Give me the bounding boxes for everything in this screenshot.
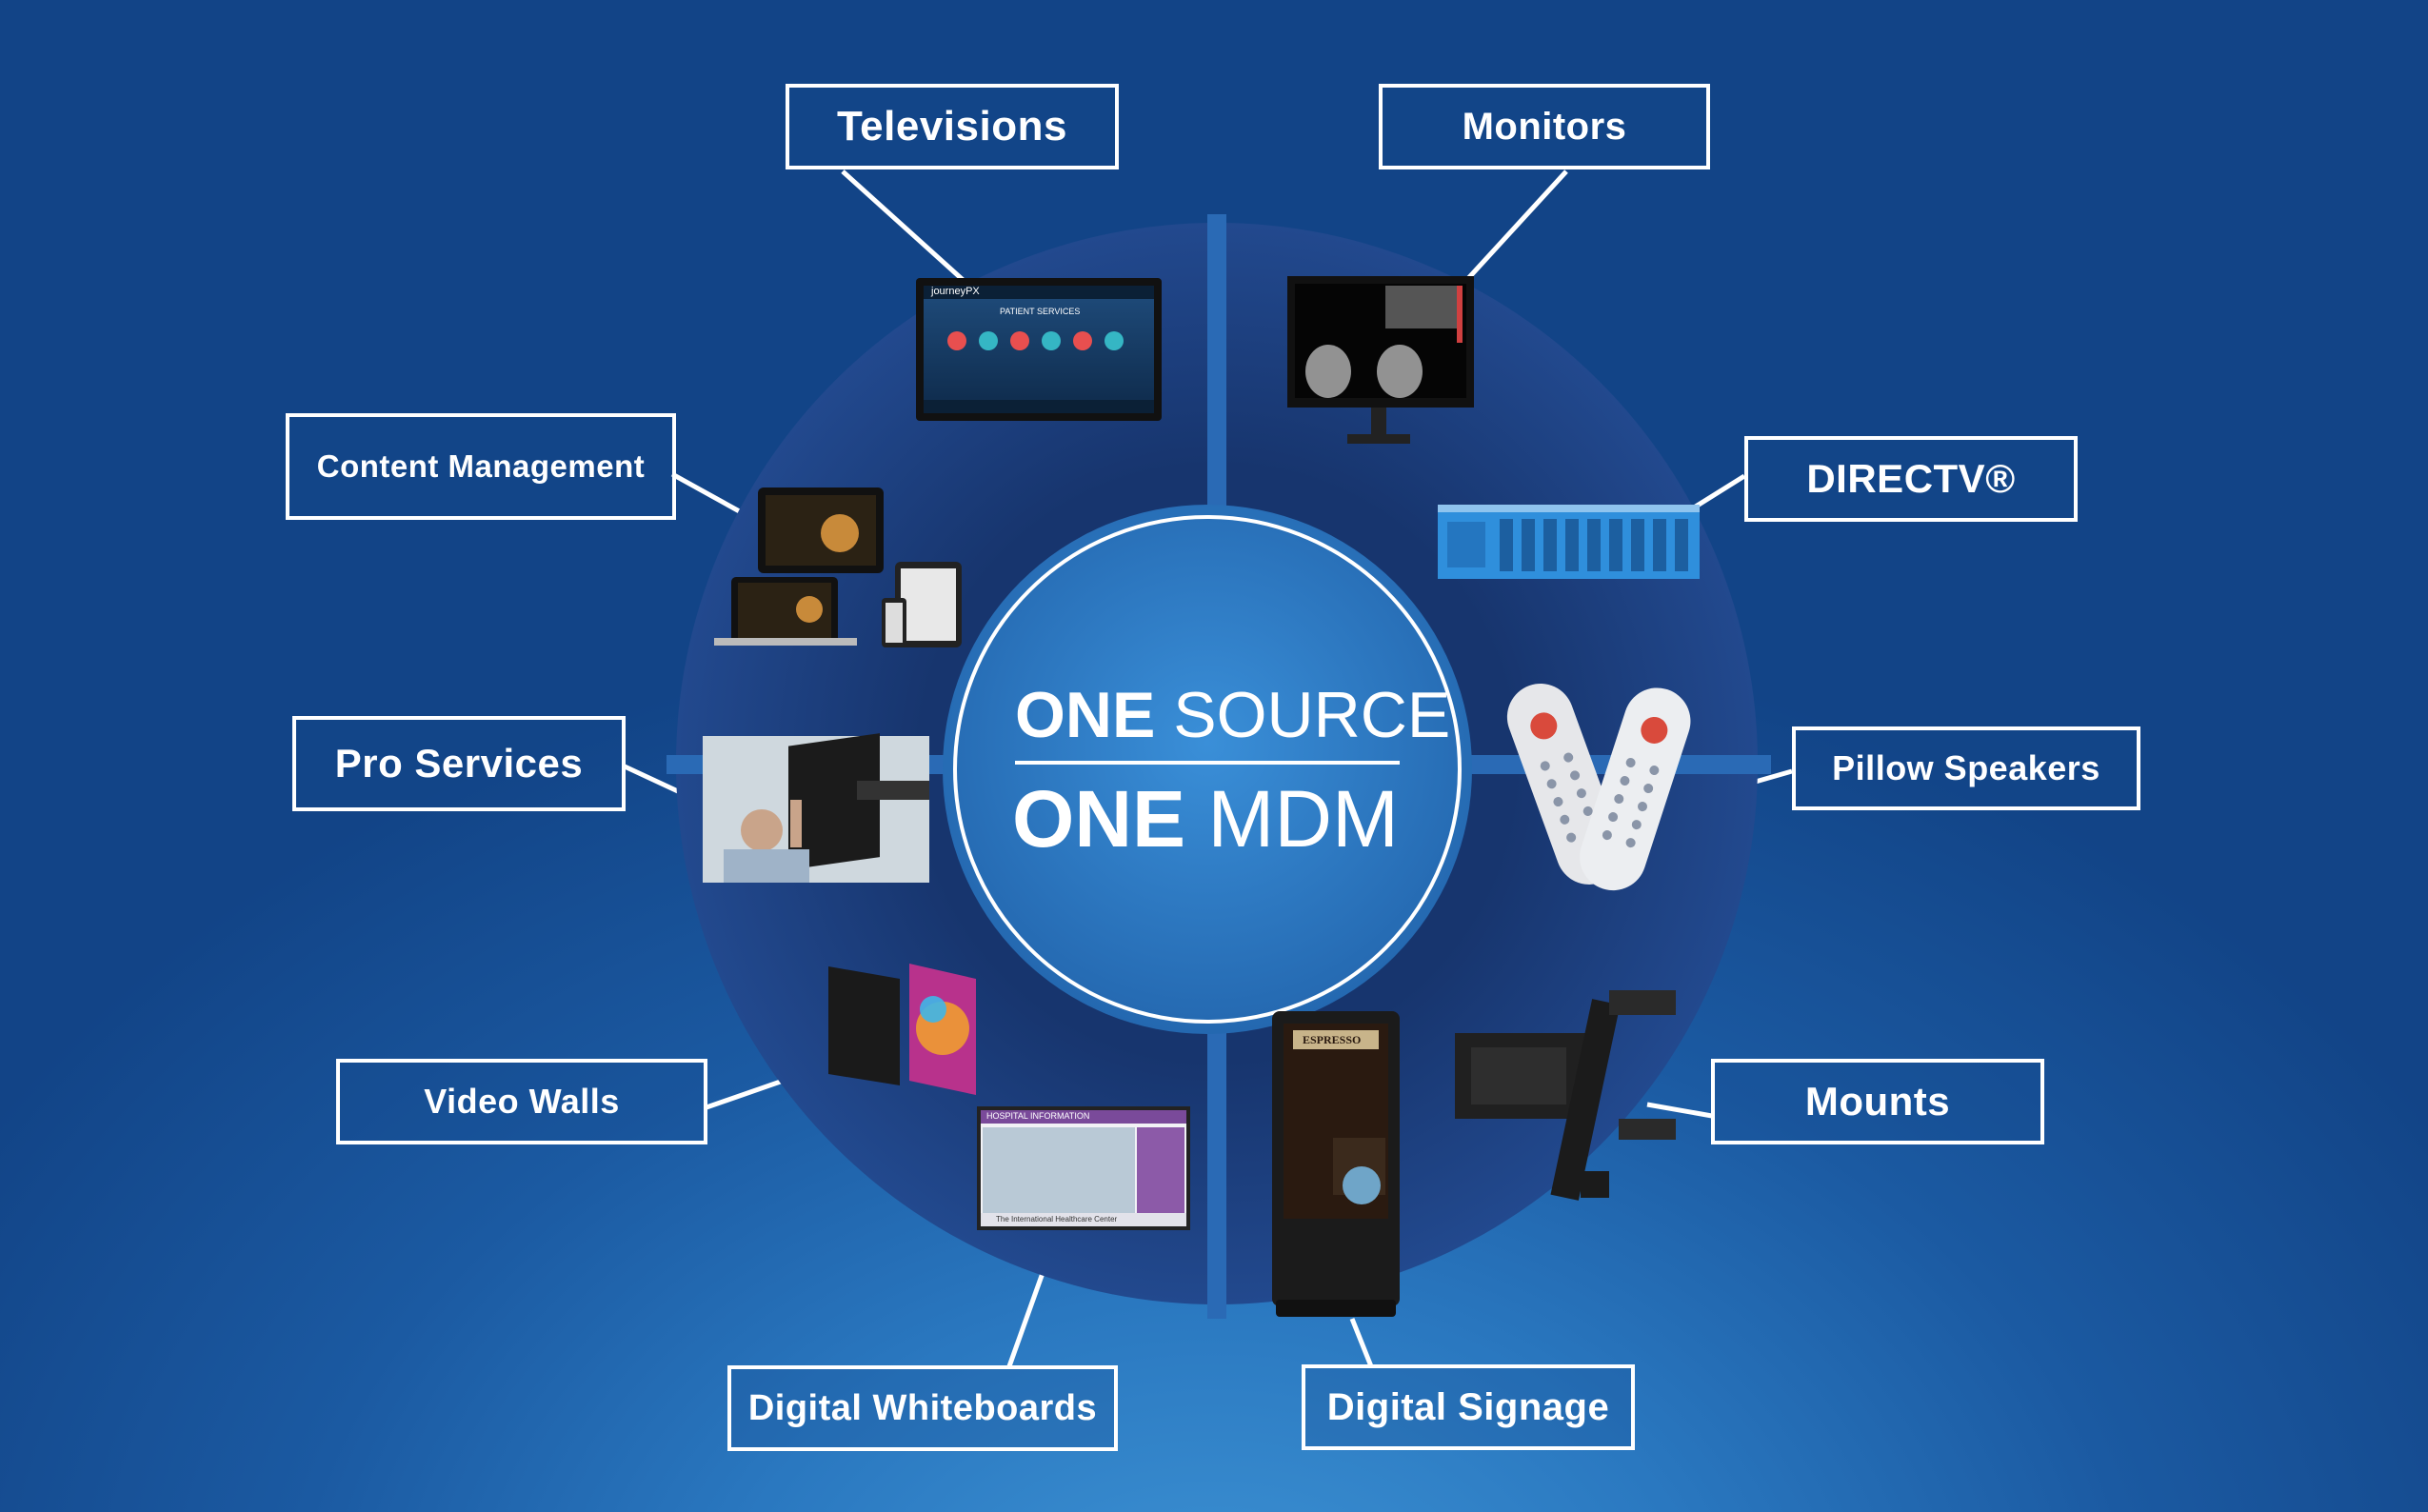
label-pillow-speakers-text: Pillow Speakers [1832,748,2100,787]
center-line-2-bold: ONE [1012,774,1186,864]
center-disc-outline [953,515,1462,1024]
directv-equipment-image [1438,505,1700,579]
label-pillow-speakers: Pillow Speakers [1792,726,2140,810]
pro-services-image [703,733,929,883]
content-management-image [714,487,962,647]
video-walls-image [828,964,976,1095]
center-line-1-bold: ONE [1015,679,1156,751]
center-line-2-light: MDM [1207,774,1399,864]
center-line-2: ONE MDM [1012,773,1412,865]
monitor-image [1287,276,1474,444]
digital-whiteboard-image [977,1106,1190,1230]
label-directv-text: DIRECTV® [1806,456,2016,501]
center-line-1: ONE SOURCE [1015,678,1450,752]
tv-heading: PATIENT SERVICES [1000,307,1081,316]
tv-brand: journeyPX [931,286,980,297]
label-monitors: Monitors [1379,84,1710,169]
center-disc [943,505,1472,1034]
label-televisions-text: Televisions [837,103,1067,149]
label-pro-services: Pro Services [292,716,626,811]
label-televisions: Televisions [786,84,1119,169]
whiteboard-footer: The International Healthcare Center [996,1215,1118,1224]
label-pro-services-text: Pro Services [334,741,584,786]
whiteboard-heading: HOSPITAL INFORMATION [986,1111,1090,1121]
label-digital-whiteboards-text: Digital Whiteboards [747,1387,1098,1428]
label-video-walls: Video Walls [336,1059,707,1144]
pillow-speakers-image [1506,684,1691,891]
label-content-management: Content Management [286,413,676,520]
mount-image [1455,990,1676,1201]
label-content-management-text: Content Management [316,448,646,484]
label-digital-signage: Digital Signage [1302,1364,1635,1450]
television-image [916,278,1162,421]
signage-heading: ESPRESSO [1303,1033,1362,1046]
label-digital-signage-text: Digital Signage [1326,1385,1610,1428]
label-video-walls-text: Video Walls [424,1082,620,1121]
label-mounts-text: Mounts [1804,1079,1951,1124]
label-digital-whiteboards: Digital Whiteboards [727,1365,1118,1451]
label-directv: DIRECTV® [1744,436,2078,522]
label-mounts: Mounts [1711,1059,2044,1144]
label-monitors-text: Monitors [1462,105,1627,148]
digital-signage-image [1272,1011,1400,1317]
center-line-1-light: SOURCE [1173,679,1451,751]
